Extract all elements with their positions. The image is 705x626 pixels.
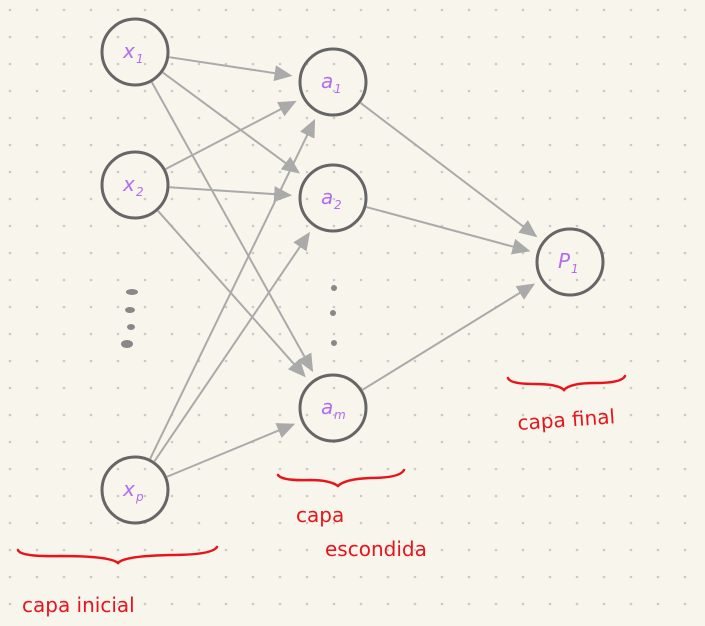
node-circle xyxy=(298,47,368,117)
edge-x1-am xyxy=(150,81,314,373)
node-circle xyxy=(298,373,368,443)
edge-a2-p1 xyxy=(366,206,531,255)
node-subscript: 1 xyxy=(136,52,144,66)
brace-output xyxy=(506,374,627,392)
edges xyxy=(149,56,538,478)
node-label: a xyxy=(321,185,333,209)
edge-xp-a2 xyxy=(153,231,310,462)
label-escondida: escondida xyxy=(325,537,427,561)
edge-x2-a1 xyxy=(165,100,297,170)
label-capa: capa xyxy=(296,503,344,527)
ellipsis-hidden xyxy=(330,285,337,346)
node-circle xyxy=(100,150,170,220)
edge-xp-a1 xyxy=(149,118,316,460)
node-subscript: m xyxy=(334,408,346,422)
node-label: a xyxy=(321,395,333,419)
node-subscript: 1 xyxy=(571,262,579,276)
node-label: a xyxy=(321,69,333,93)
node-subscript: 2 xyxy=(136,185,144,199)
node-circle xyxy=(298,163,368,233)
edge-am-p1 xyxy=(361,283,536,391)
edge-xp-am xyxy=(166,423,296,478)
node-subscript: p xyxy=(135,490,144,504)
node-label: x xyxy=(122,477,135,501)
edge-x1-a1 xyxy=(169,56,293,82)
node-label: P xyxy=(558,249,571,273)
node-label: x xyxy=(122,172,135,196)
edge-a1-p1 xyxy=(359,102,538,238)
ellipsis-input xyxy=(121,289,138,348)
node-subscript: 2 xyxy=(334,198,342,212)
brace-hidden xyxy=(276,468,406,488)
node-circle xyxy=(535,227,605,297)
node-label: x xyxy=(122,39,135,63)
node-subscript: 1 xyxy=(334,82,342,96)
brace-input xyxy=(16,545,219,565)
node-circle xyxy=(100,17,170,87)
label-capa-inicial: capa inicial xyxy=(22,593,135,617)
node-circle xyxy=(100,455,170,525)
edge-x2-a2 xyxy=(169,186,293,203)
edge-x1-a2 xyxy=(162,71,301,174)
